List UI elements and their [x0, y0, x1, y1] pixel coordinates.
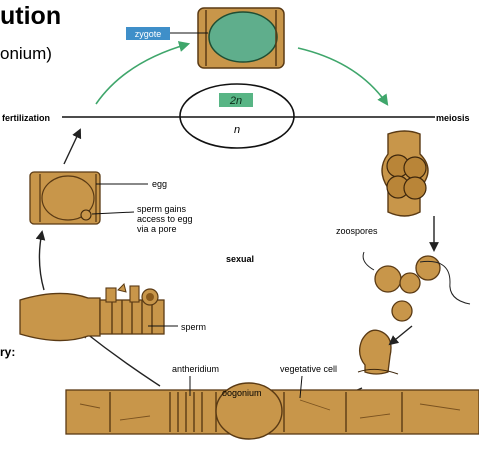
- vegetative-filament: [66, 383, 479, 439]
- arrow-zygote-to-meiosis: [298, 48, 387, 104]
- arrow-to-sperm-stage: [82, 330, 160, 386]
- arrow-to-egg-stage: [39, 232, 44, 290]
- sperm-pore-label-line3: via a pore: [137, 224, 177, 234]
- egg-stage-filament: [30, 172, 100, 224]
- zoospores-label: zoospores: [336, 226, 378, 236]
- meiosis-label: meiosis: [436, 113, 470, 123]
- oogonium-label: oogonium: [222, 388, 262, 398]
- meiosis-cell: [382, 131, 428, 216]
- germinating-zoospore: [360, 330, 391, 374]
- haploid-label: n: [234, 124, 240, 136]
- sexual-label: sexual: [226, 254, 254, 264]
- zoospore-group: [363, 252, 470, 321]
- zygote-label: zygote: [135, 29, 162, 39]
- zygote-cell: [198, 8, 284, 68]
- fertilization-label: fertilization: [2, 113, 50, 123]
- sperm-pore-label-line2: access to egg: [137, 214, 193, 224]
- egg-label: egg: [152, 179, 167, 189]
- arrow-fertilization-to-zygote: [96, 44, 188, 104]
- arrow-to-fertilization: [64, 130, 80, 164]
- sperm-stage-filament: [20, 284, 164, 341]
- sperm-pore-label-line1: sperm gains: [137, 204, 187, 214]
- arrow-to-germinating-zoospore: [390, 326, 412, 344]
- diploid-label: 2n: [229, 95, 242, 107]
- vegetative-cell-label: vegetative cell: [280, 364, 337, 374]
- sperm-label: sperm: [181, 322, 206, 332]
- antheridium-label: antheridium: [172, 364, 219, 374]
